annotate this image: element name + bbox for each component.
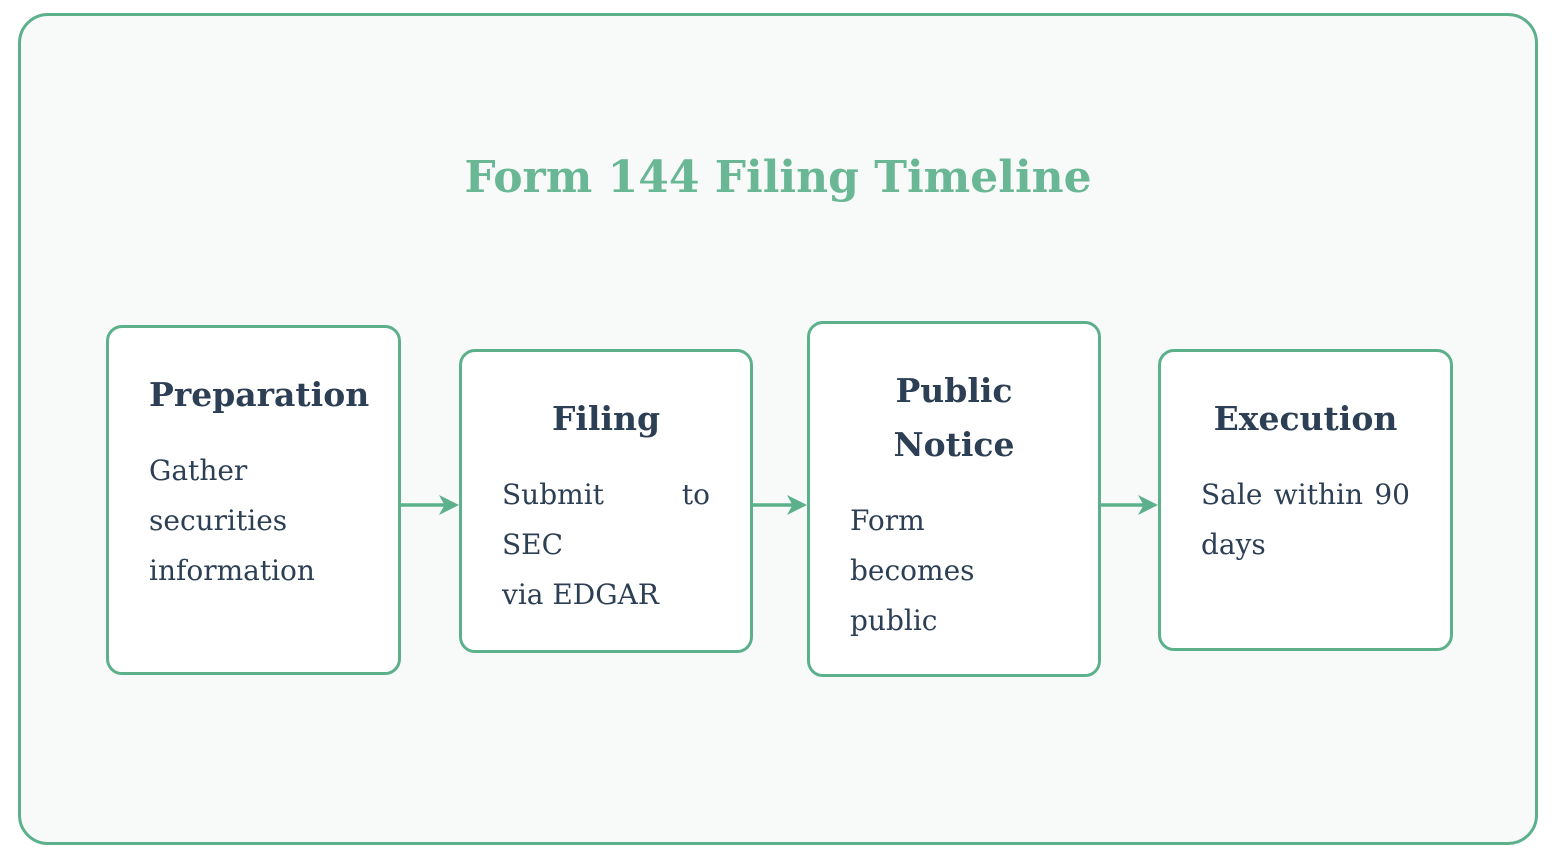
node-body: Sale within 90 days xyxy=(1201,470,1410,570)
arrowhead-icon xyxy=(787,495,807,515)
node-title-line: Notice xyxy=(893,425,1015,464)
flow-arrow-filing-to-public-notice xyxy=(753,495,807,515)
node-body: Submit to SEC via EDGAR xyxy=(502,470,710,620)
node-title-line: Public xyxy=(895,371,1013,410)
node-title: Execution xyxy=(1201,392,1410,446)
flow-arrow-public-notice-to-execution xyxy=(1101,495,1158,515)
node-title-line: Preparation xyxy=(149,375,370,414)
node-title-line: Execution xyxy=(1213,399,1398,438)
arrowhead-icon xyxy=(1138,495,1158,515)
node-body: Form becomes public xyxy=(850,496,1058,646)
node-title-line: Filing xyxy=(551,399,661,438)
node-body-line: Submit to SEC xyxy=(502,478,710,561)
node-body: Gather securities information xyxy=(149,446,358,596)
node-body-line: Sale within 90 xyxy=(1201,478,1410,511)
node-body-line: public xyxy=(850,604,938,637)
node-body-line: Gather xyxy=(149,454,248,487)
arrowhead-icon xyxy=(439,495,459,515)
diagram-title: Form 144 Filing Timeline xyxy=(464,152,1092,203)
node-body-line: via EDGAR xyxy=(502,578,659,611)
node-title: Filing xyxy=(502,392,710,446)
node-body-line: information xyxy=(149,554,315,587)
node-body-line: days xyxy=(1201,528,1266,561)
flow-arrow-preparation-to-filing xyxy=(401,495,459,515)
node-body-line: securities xyxy=(149,504,288,537)
node-body-line: Form becomes xyxy=(850,504,975,587)
node-title: Preparation xyxy=(149,368,370,422)
